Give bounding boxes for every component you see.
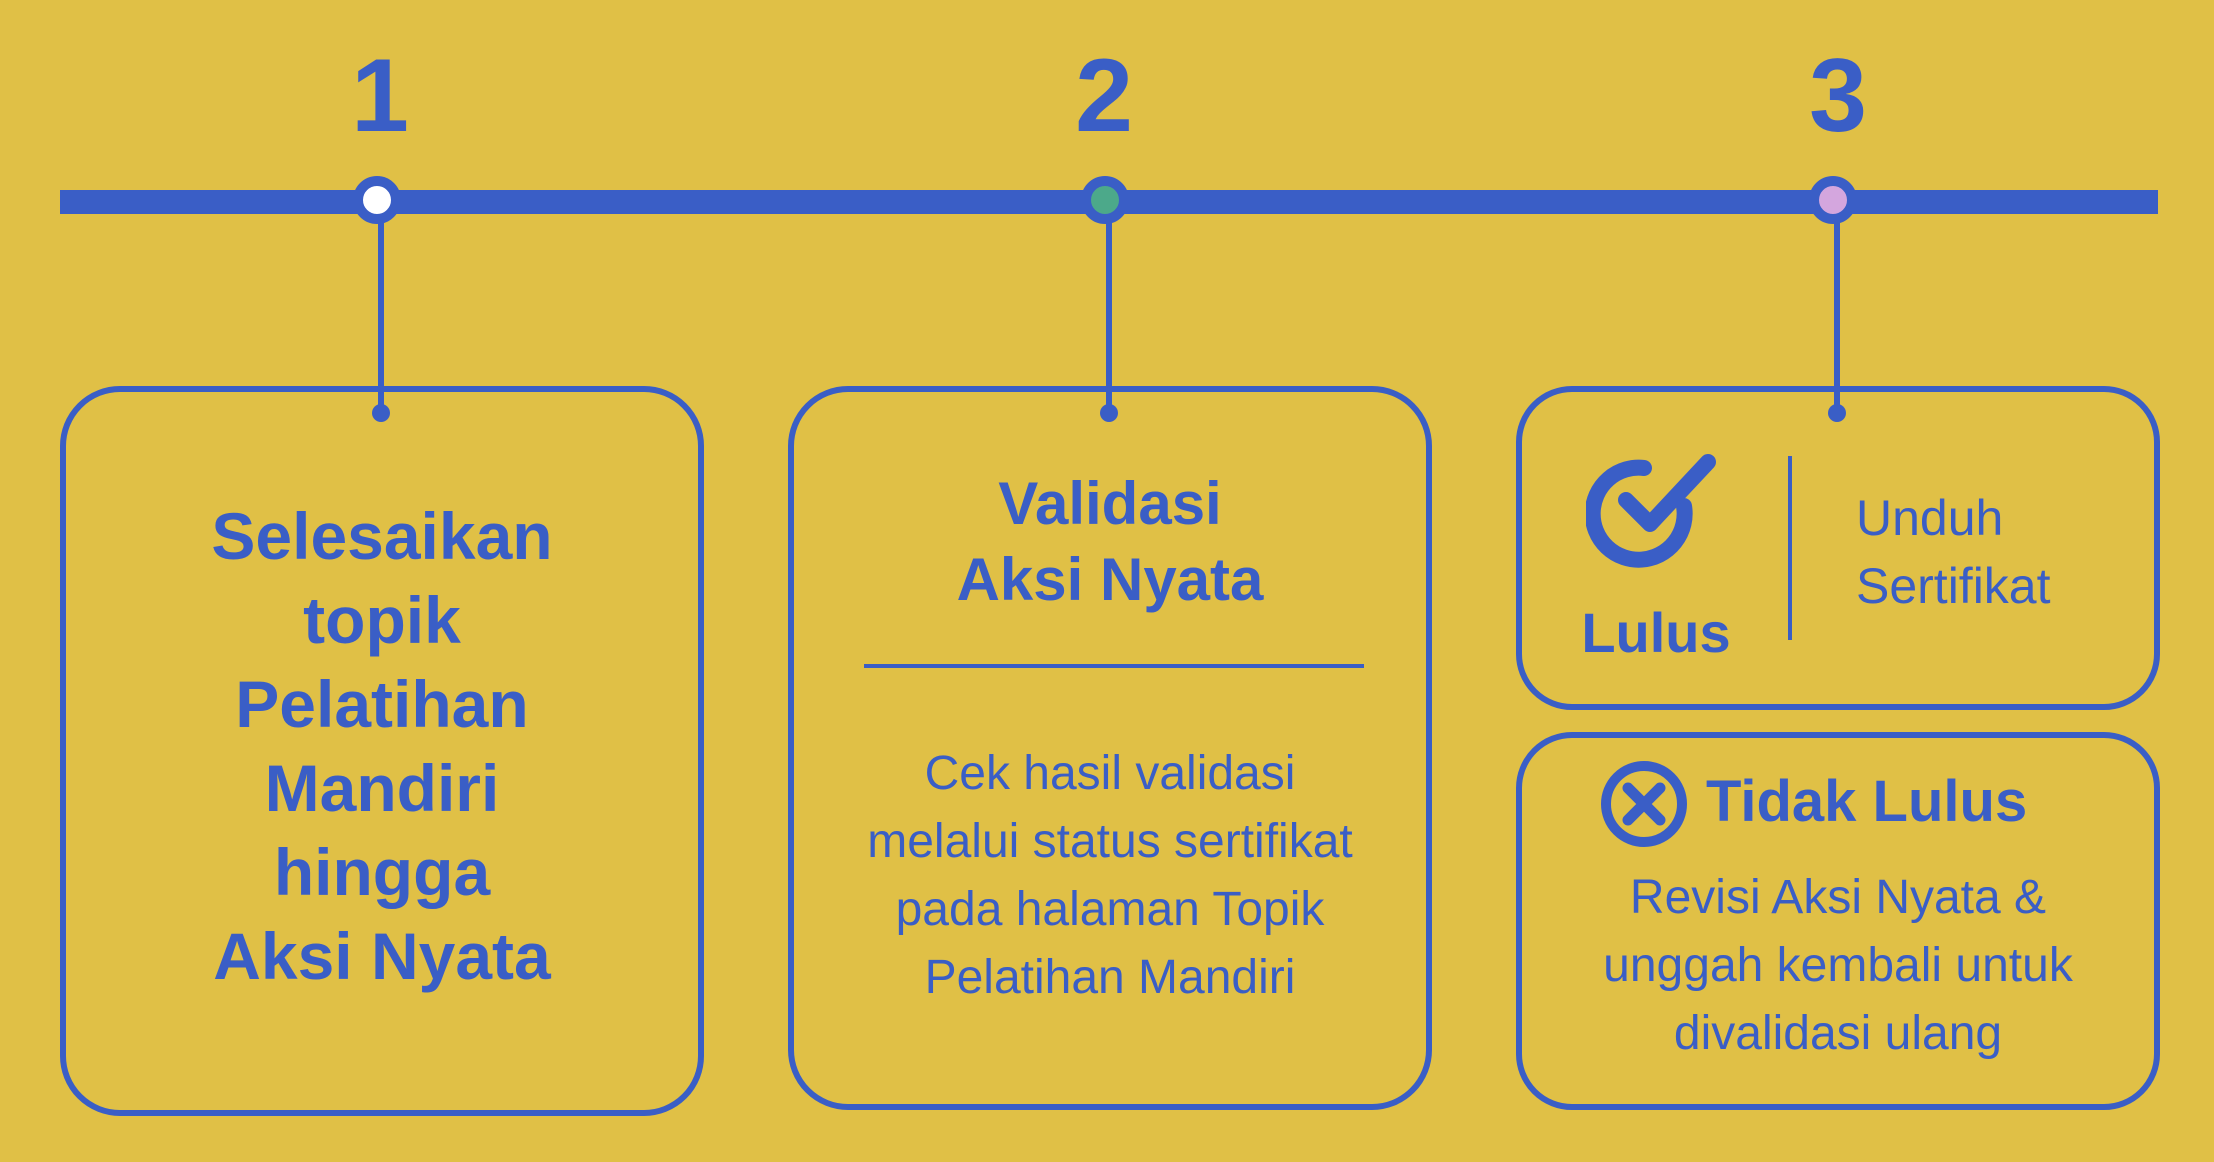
- timeline-node-2-icon: [1081, 176, 1129, 224]
- card3b-body-line: unggah kembali untuk: [1603, 939, 2073, 992]
- card1-line: Aksi Nyata: [213, 919, 551, 993]
- connector-1: [378, 202, 384, 412]
- timeline-node-3-icon: [1809, 176, 1857, 224]
- card3b-body-line: divalidasi ulang: [1673, 1007, 2003, 1060]
- card-step-3-fail: [1516, 732, 2160, 1110]
- connector-2: [1106, 202, 1112, 412]
- download-certificate-text: Unduh Sertifikat: [1856, 484, 2136, 620]
- connector-dot-2: [1100, 404, 1118, 422]
- connector-3: [1834, 202, 1840, 412]
- card1-line: hingga: [273, 835, 491, 909]
- card2-body-line: pada halaman Topik: [895, 883, 1325, 936]
- step-number-2: 2: [1075, 38, 1133, 154]
- card-step-1: [60, 386, 704, 1116]
- check-circle-icon: [1586, 454, 1716, 568]
- card1-line: Selesaikan: [211, 499, 553, 573]
- card-step-1-text: Selesaikan topik Pelatihan Mandiri hingg…: [60, 494, 704, 998]
- x-circle-icon: [1601, 761, 1687, 847]
- card2-title-line: Validasi: [998, 470, 1222, 537]
- timeline-node-1-icon: [353, 176, 401, 224]
- connector-dot-3: [1828, 404, 1846, 422]
- card1-line: topik: [303, 583, 461, 657]
- card2-title: Validasi Aksi Nyata: [788, 466, 1432, 618]
- card3a-action-line: Unduh: [1856, 490, 2004, 546]
- card2-body: Cek hasil validasi melalui status sertif…: [788, 740, 1432, 1012]
- card2-body-line: Pelatihan Mandiri: [924, 951, 1296, 1004]
- pass-status-label: Lulus: [1581, 601, 1731, 664]
- step-number-1: 1: [351, 38, 409, 154]
- card3b-body-line: Revisi Aksi Nyata &: [1629, 871, 2047, 924]
- card2-divider: [864, 664, 1364, 668]
- card-step-3-pass: [1516, 386, 2160, 710]
- connector-dot-1: [372, 404, 390, 422]
- step-number-3: 3: [1809, 38, 1867, 154]
- card2-body-line: Cek hasil validasi: [924, 747, 1296, 800]
- card2-body-line: melalui status sertifikat: [867, 815, 1353, 868]
- card1-line: Pelatihan: [235, 667, 529, 741]
- card3b-body: Revisi Aksi Nyata & unggah kembali untuk…: [1516, 864, 2160, 1068]
- card3a-divider: [1788, 456, 1792, 640]
- fail-status-label: Tidak Lulus: [1706, 769, 2028, 834]
- card1-line: Mandiri: [264, 751, 500, 825]
- card3a-action-line: Sertifikat: [1856, 558, 2051, 614]
- card-step-2: [788, 386, 1432, 1110]
- card2-title-line: Aksi Nyata: [956, 546, 1264, 613]
